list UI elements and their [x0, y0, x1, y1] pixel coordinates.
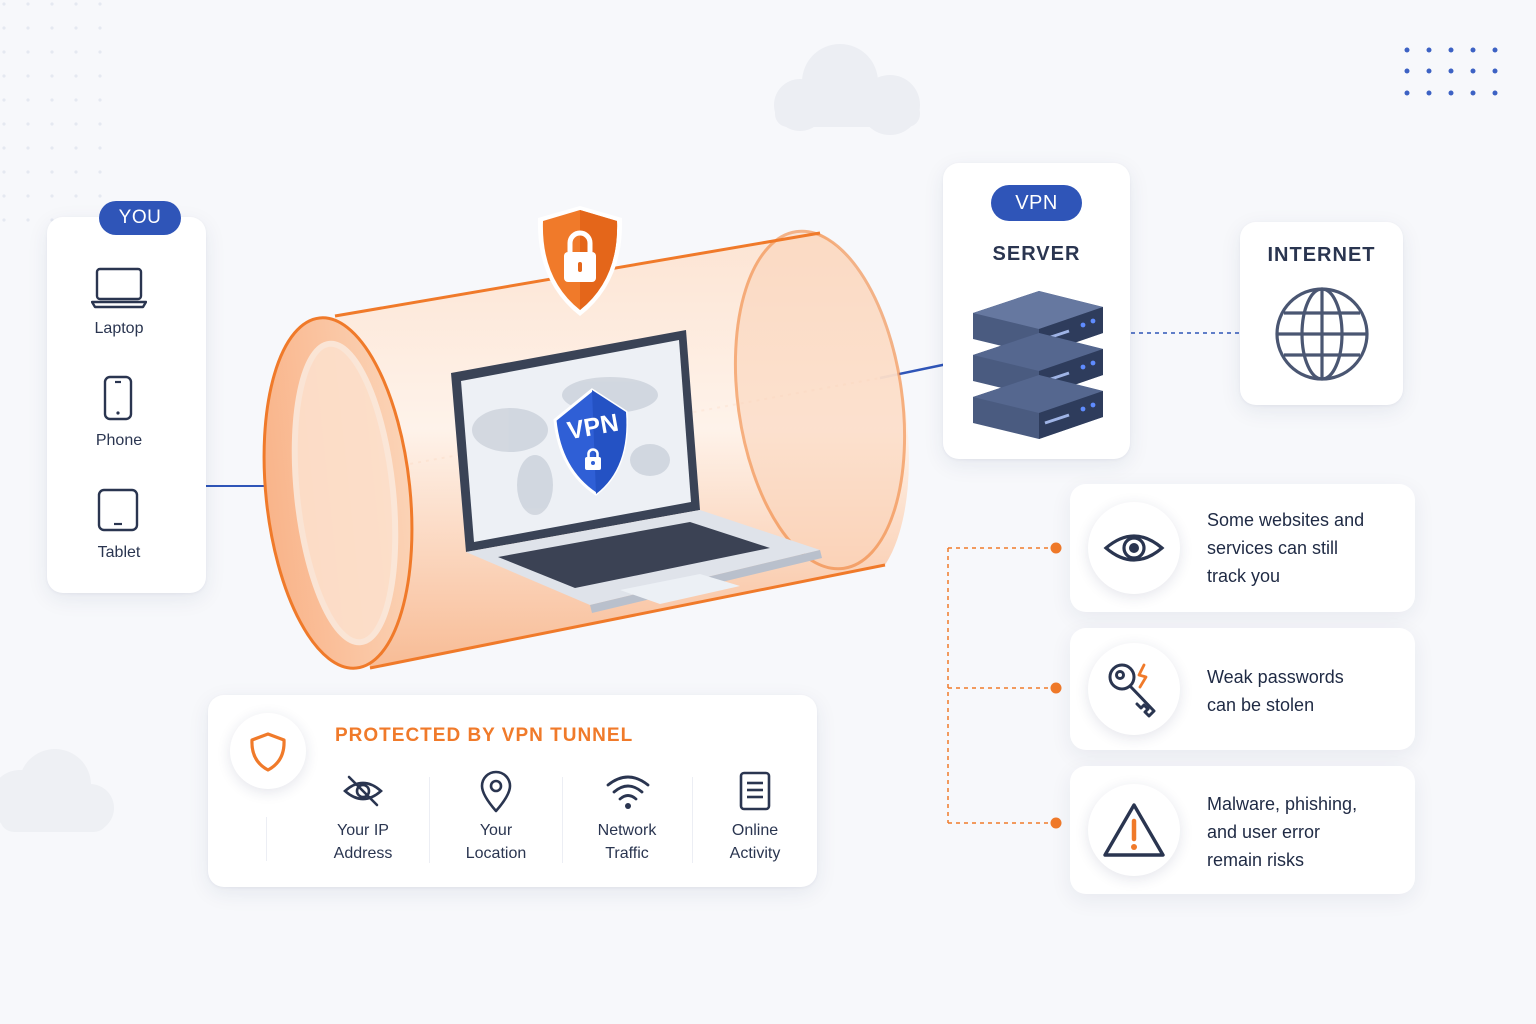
divider: [266, 817, 267, 861]
eye-slash-icon: [343, 775, 383, 807]
device-label-phone: Phone: [95, 432, 143, 449]
divider: [429, 777, 430, 863]
internet-card: INTERNET: [1240, 222, 1403, 405]
shield-badge: [230, 713, 306, 789]
divider: [692, 777, 693, 863]
tablet-icon: [97, 488, 139, 532]
device-label-laptop: Laptop: [94, 320, 144, 337]
document-icon: [739, 771, 771, 811]
internet-label: INTERNET: [1267, 244, 1376, 266]
protected-item-location: Your Location: [465, 822, 527, 862]
phone-icon: [103, 375, 133, 421]
risk-icon-badge: [1088, 502, 1180, 594]
device-label-tablet: Tablet: [97, 544, 141, 561]
divider: [562, 777, 563, 863]
vpn-badge: VPN: [991, 185, 1082, 221]
you-badge: YOU: [99, 201, 181, 235]
location-pin-icon: [480, 770, 512, 813]
risk-text-malware: Malware, phishing, and user error remain…: [1207, 794, 1358, 870]
protected-title: PROTECTED BY VPN TUNNEL: [335, 725, 634, 746]
lock-icon: [585, 448, 601, 470]
server-rack-icon: [973, 291, 1103, 439]
server-label: SERVER: [992, 243, 1081, 265]
eye-icon: [1103, 534, 1165, 562]
risk-text-passwords: Weak passwords can be stolen: [1207, 667, 1344, 715]
risk-card-malware: Malware, phishing, and user error remain…: [1070, 766, 1415, 894]
laptop-icon: [91, 267, 147, 309]
protected-item-activity: Online Activity: [729, 822, 781, 862]
risk-card-passwords: Weak passwords can be stolen: [1070, 628, 1415, 750]
broken-key-icon: [1108, 663, 1156, 718]
wifi-icon: [606, 775, 650, 809]
vpn-server-card: SERVER: [943, 163, 1130, 459]
risk-card-tracking: Some websites and services can still tra…: [1070, 484, 1415, 612]
shield-icon: [250, 732, 286, 772]
protected-item-ip: Your IP Address: [333, 822, 393, 862]
protected-item-traffic: Network Traffic: [597, 822, 657, 862]
lock-shield-icon: [537, 206, 623, 316]
devices-card: Laptop Phone Tablet: [47, 217, 206, 593]
risk-text-tracking: Some websites and services can still tra…: [1207, 510, 1365, 586]
protected-card: PROTECTED BY VPN TUNNEL Your IP Address …: [208, 695, 817, 887]
warning-icon: [1103, 803, 1165, 857]
risk-icon-badge: [1088, 643, 1180, 735]
risk-icon-badge: [1088, 784, 1180, 876]
globe-icon: [1275, 287, 1369, 381]
